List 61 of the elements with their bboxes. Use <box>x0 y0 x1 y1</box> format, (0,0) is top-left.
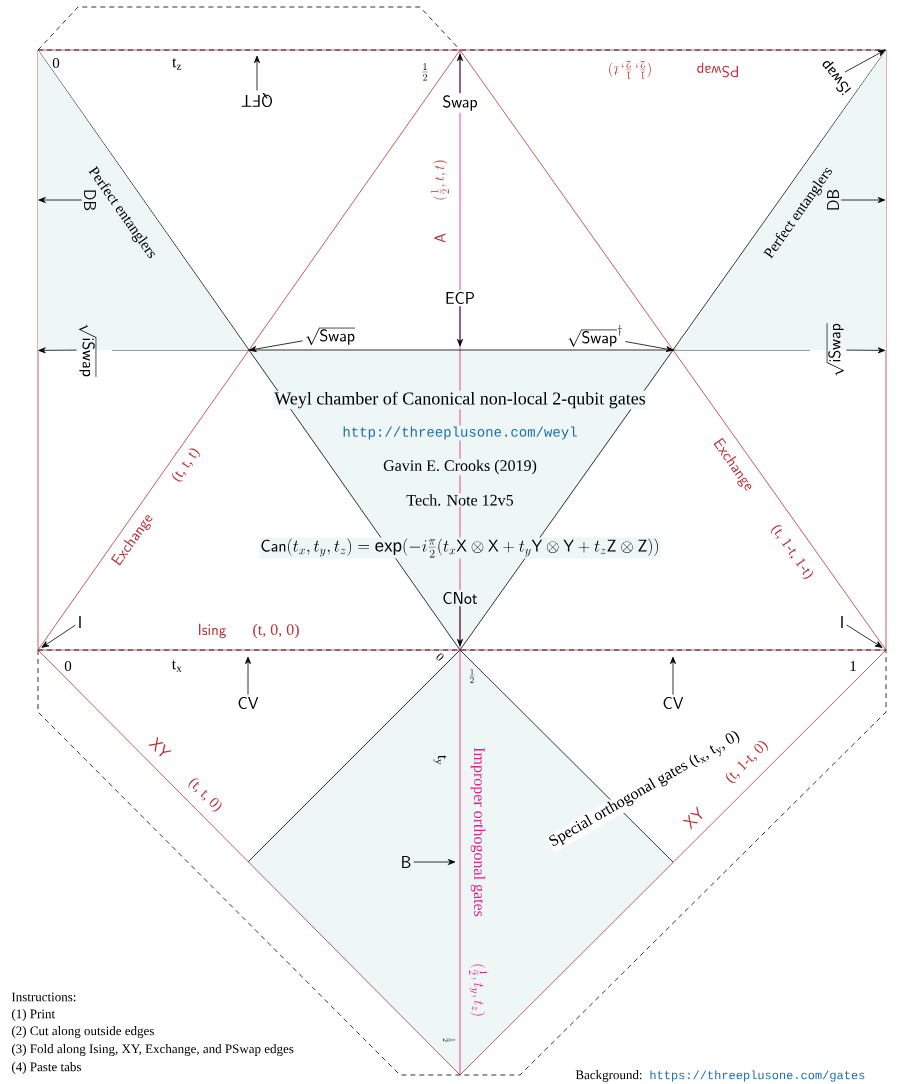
leader-arrow <box>38 197 83 203</box>
leader-arrow <box>41 624 76 648</box>
gate-label: CV <box>238 697 259 709</box>
axis-label: t$_{z}$ <box>172 58 182 70</box>
leader-arrow <box>624 341 674 352</box>
axis-tick-label: 0 <box>436 653 444 661</box>
leader-arrow <box>840 197 886 203</box>
footer-label: Background: <box>575 1070 642 1082</box>
instruction-line: (2) Cut along outside edges <box>11 1026 154 1038</box>
gate-label: I <box>841 616 843 628</box>
coordinate-label: (t, 1-t, 1-t) <box>771 525 813 579</box>
edge-name: A <box>434 233 446 243</box>
gate-label: I <box>79 616 81 628</box>
leader-arrow <box>413 859 456 865</box>
instruction-line: (4) Paste tabs <box>11 1062 81 1074</box>
leader-arrow <box>254 55 260 91</box>
instruction-line: (1) Print <box>11 1009 55 1021</box>
gate-label: $\sqrt{\mathsf{iSwap}}$ <box>826 323 844 376</box>
leader-arrow <box>457 306 463 347</box>
gate-label: B <box>402 856 411 868</box>
instruction-line: Instructions: <box>11 992 76 1002</box>
edge-name: XY <box>682 806 703 830</box>
formula: $\mathsf{Can}(t_x, t_y, t_z) = \exp\Bigl(-i\frac{\pi}{2}(t_x \mathsf{X}\otimes\mathsf{X} + t_y \mathsf{Y}\otimes\mathsf{Y} + t_z \mathsf{Z}\otimes\mathsf{Z})\Bigr)$ <box>259 537 661 559</box>
edge-name: Improper orthogonal gates <box>470 747 486 917</box>
coordinate-label: $(\frac{1}{2}, t_y, t_z)$ <box>469 964 488 1016</box>
axis-label: t$_{y}$ <box>433 755 447 765</box>
leader-arrow <box>846 624 883 648</box>
url-link: https://threeplusone.com/gates <box>650 1070 865 1082</box>
leader-arrow <box>245 656 251 696</box>
axis-tick-label: $\frac{1}{2}$ <box>469 669 475 683</box>
gate-label: ECP <box>443 290 477 306</box>
leader-arrow <box>846 347 886 354</box>
leader-arrow <box>249 340 303 352</box>
gate-label: CNot <box>440 590 480 606</box>
gate-label: CV <box>663 697 684 709</box>
gate-label: QFT <box>241 92 272 108</box>
axis-tick-label: 0 <box>64 660 72 672</box>
gate-label: $\sqrt{\mathsf{Swap}}^{\dagger}$ <box>568 325 622 347</box>
axis-tick-label: 0 <box>52 57 60 69</box>
edge-name: Ising <box>199 623 227 639</box>
url-link: http://threeplusone.com/weyl <box>341 425 579 441</box>
gate-label: $\sqrt{\mathsf{Swap}}$ <box>306 327 356 345</box>
leader-arrow <box>38 347 77 354</box>
coordinate-label: (t, t, 0) <box>188 778 222 812</box>
axis-tick-label: 1 <box>850 661 856 671</box>
axis-tick-label: $\frac{1}{2}$ <box>422 63 428 81</box>
axis-label: t$_{x}$ <box>171 660 182 672</box>
gate-label: Swap <box>440 93 480 113</box>
axis-tick-label: $\frac{1}{2}$ <box>443 1038 456 1042</box>
instruction-line: (3) Fold along Ising, XY, Exchange, and PSwap edges <box>11 1044 294 1056</box>
coordinate-label: (t, 0, 0) <box>253 623 299 639</box>
coordinate-label: $(\frac{1}{2}, \frac{1}{2}, t)$ <box>609 61 651 80</box>
leader-arrow <box>670 656 676 696</box>
leader-arrow <box>844 49 886 73</box>
leader-arrow <box>457 606 463 647</box>
edge-name: PSwap <box>697 62 738 78</box>
leader-arrow <box>457 53 463 94</box>
coordinate-label: (t, t, t) <box>172 448 200 482</box>
gate-label: $\sqrt{\mathsf{iSwap}}$ <box>79 324 97 377</box>
edge-name: XY <box>148 736 172 757</box>
coordinate-label: $(\frac{1}{2}, t, t)$ <box>430 160 449 200</box>
